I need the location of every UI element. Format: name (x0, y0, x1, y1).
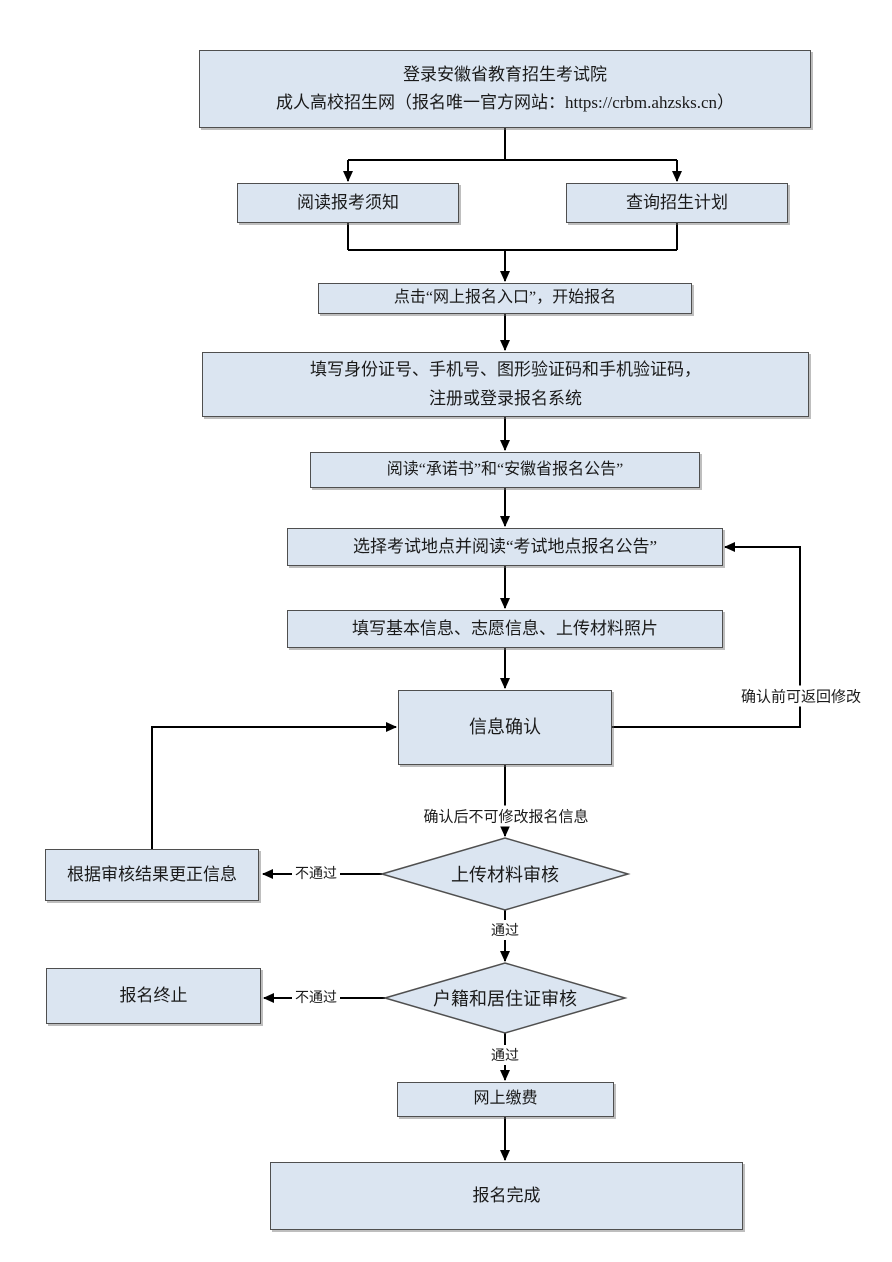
node-done-label: 报名完成 (472, 1185, 541, 1205)
node-confirm-label: 信息确认 (469, 716, 541, 737)
node-click-entry: 点击“网上报名入口”，开始报名 (318, 283, 692, 314)
decision-material-review-shape (379, 837, 631, 911)
node-terminate-label: 报名终止 (119, 985, 188, 1005)
node-done: 报名完成 (270, 1162, 743, 1230)
edge-merge-bar (347, 223, 678, 251)
edge-label-material-pass: 通过 (488, 920, 522, 940)
node-terminate: 报名终止 (46, 968, 261, 1024)
node-correct-info: 根据审核结果更正信息 (45, 849, 259, 901)
edge-portal-split (348, 128, 677, 161)
decision-residence-review-label: 户籍和居住证审核 (433, 989, 577, 1009)
node-confirm: 信息确认 (398, 690, 612, 765)
decision-material-review-label: 上传材料审核 (451, 865, 559, 885)
decision-residence-review-shape (382, 962, 628, 1034)
node-portal-line2: 成人高校招生网（报名唯一官方网站：https://crbm.ahzsks.cn） (275, 93, 735, 112)
node-read-promise-label: 阅读“承诺书”和“安徽省报名公告” (386, 460, 624, 478)
node-select-site-label: 选择考试地点并阅读“考试地点报名公告” (352, 536, 658, 556)
node-read-notice-label: 阅读报考须知 (297, 192, 399, 212)
edge-label-before-confirm: 确认前可返回修改 (737, 685, 865, 707)
node-query-plan: 查询招生计划 (566, 183, 788, 223)
node-read-promise: 阅读“承诺书”和“安徽省报名公告” (310, 452, 700, 488)
edge-label-residence-fail: 不通过 (292, 987, 340, 1007)
node-fill-info-label: 填写基本信息、志愿信息、上传材料照片 (352, 618, 658, 638)
node-pay: 网上缴费 (397, 1082, 614, 1117)
node-register: 填写身份证号、手机号、图形验证码和手机验证码， 注册或登录报名系统 (202, 352, 809, 417)
edge-confirm-selectsite-loop (612, 542, 801, 728)
node-portal: 登录安徽省教育招生考试院 成人高校招生网（报名唯一官方网站：https://cr… (199, 50, 811, 128)
edge-label-residence-pass: 通过 (488, 1045, 522, 1065)
node-read-notice: 阅读报考须知 (237, 183, 459, 223)
node-register-line2: 注册或登录报名系统 (429, 388, 582, 408)
node-fill-info: 填写基本信息、志愿信息、上传材料照片 (287, 610, 723, 648)
node-click-entry-label: 点击“网上报名入口”，开始报名 (393, 289, 617, 307)
node-pay-label: 网上缴费 (473, 1090, 538, 1108)
edge-label-material-fail: 不通过 (292, 863, 340, 883)
node-query-plan-label: 查询招生计划 (626, 192, 728, 212)
node-correct-info-label: 根据审核结果更正信息 (67, 864, 237, 884)
node-register-line1: 填写身份证号、手机号、图形验证码和手机验证码， (310, 360, 701, 380)
edge-label-after-confirm: 确认后不可修改报名信息 (420, 805, 592, 827)
node-portal-line1: 登录安徽省教育招生考试院 (403, 64, 607, 84)
edge-correct-confirm-loop (151, 722, 397, 849)
node-select-site: 选择考试地点并阅读“考试地点报名公告” (287, 528, 723, 566)
